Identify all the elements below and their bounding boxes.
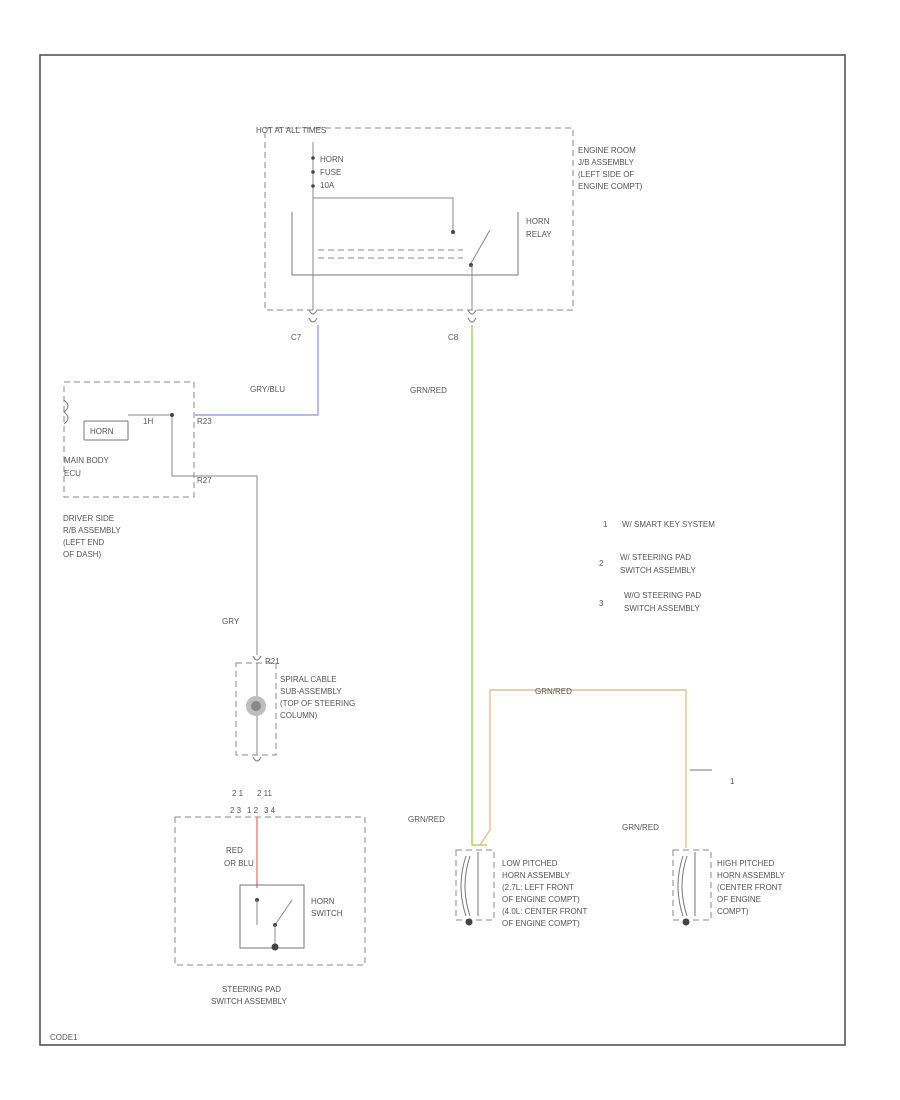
- note-2-number: 2: [599, 559, 604, 568]
- connector-c8-label: C8: [448, 333, 459, 342]
- high-horn-icon: [677, 855, 688, 917]
- note-2-text-1: W/ STEERING PAD: [620, 553, 691, 562]
- main-body-ecu-boundary: [63, 381, 195, 498]
- connector-c8: C8: [448, 309, 477, 342]
- wire-label-grn-red-high-horn: GRN/RED: [622, 823, 659, 832]
- high-horn-line-1: HIGH PITCHED: [717, 859, 775, 868]
- connector-c7: C7: [291, 309, 318, 342]
- low-horn-icon: [460, 855, 471, 917]
- wire-gry-blu: [195, 325, 319, 416]
- spiral-name-line-1: SPIRAL CABLE: [280, 675, 337, 684]
- main-body-ecu: HORN 1H R23 R27 MAIN BODY ECU: [63, 381, 212, 498]
- spiral-pin-r21: R21: [265, 657, 280, 666]
- steering-ground-icon: [271, 943, 279, 951]
- footer-code: CODE1: [50, 1033, 78, 1042]
- relay-label-2: RELAY: [526, 230, 552, 239]
- ecu-pin-r23: R23: [197, 417, 212, 426]
- low-horn-line-4: OF ENGINE COMPT): [502, 895, 580, 904]
- wire-grn-red: [471, 325, 487, 846]
- steering-mid-label-3: 3 4: [264, 806, 276, 815]
- note-3-number: 3: [599, 599, 604, 608]
- low-horn-line-6: OF ENGINE COMPT): [502, 919, 580, 928]
- low-horn-line-1: LOW PITCHED: [502, 859, 558, 868]
- high-horn-line-2: HORN ASSEMBLY: [717, 871, 786, 880]
- horn-switch-label-2: SWITCH: [311, 909, 343, 918]
- low-pitched-horn: LOW PITCHED HORN ASSEMBLY (2.7L: LEFT FR…: [455, 849, 587, 928]
- high-horn-ground-icon: [682, 918, 690, 926]
- ecu-horn-label: HORN: [90, 427, 114, 436]
- wire-label-grn-red-horizontal: GRN/RED: [535, 687, 572, 696]
- high-horn-line-5: COMPT): [717, 907, 749, 916]
- wire-label-grn-red-vertical: GRN/RED: [410, 386, 447, 395]
- horn-switch-label-1: HORN: [311, 897, 335, 906]
- wire-label-gry: GRY: [222, 617, 240, 626]
- ecu-location-line-1: DRIVER SIDE: [63, 514, 114, 523]
- notes-legend: 1 W/ SMART KEY SYSTEM 2 W/ STEERING PAD …: [599, 520, 715, 613]
- ecu-location-line-2: R/B ASSEMBLY: [63, 526, 121, 535]
- ecu-pin-1h: 1H: [143, 417, 153, 426]
- spiral-name-line-2: SUB-ASSEMBLY: [280, 687, 342, 696]
- diagram-frame: [39, 54, 846, 1046]
- ecu-location-line-3: (LEFT END: [63, 538, 104, 547]
- steering-pad-boundary: [174, 816, 366, 966]
- steering-pad-switch: 2 1 2 11 2 3 1 2 3 4 RED OR BLU HORN SWI…: [174, 789, 366, 966]
- engine-room-location-line-3: (LEFT SIDE OF: [578, 170, 634, 179]
- low-horn-ground-icon: [465, 918, 473, 926]
- wire-grn-red-upper: [479, 689, 687, 848]
- note-1-number: 1: [603, 520, 608, 529]
- note-3-text-1: W/O STEERING PAD: [624, 591, 701, 600]
- engine-room-jb-boundary: [264, 127, 574, 311]
- connector-c7-label: C7: [291, 333, 302, 342]
- note-3-text-2: SWITCH ASSEMBLY: [624, 604, 701, 613]
- high-horn-boundary: [672, 849, 712, 921]
- horn-switch-box: [239, 884, 305, 949]
- ecu-location-line-4: OF DASH): [63, 550, 102, 559]
- wire-label-gry-blu: GRY/BLU: [250, 385, 285, 394]
- low-horn-line-5: (4.0L: CENTER FRONT: [502, 907, 587, 916]
- callout-number: 1: [730, 777, 735, 786]
- engine-room-location-line-1: ENGINE ROOM: [578, 146, 636, 155]
- hot-at-all-times-label: HOT AT ALL TIMES: [256, 126, 326, 135]
- high-horn-line-3: (CENTER FRONT: [717, 883, 782, 892]
- ecu-break-symbol: [63, 399, 69, 425]
- horn-relay: HORN RELAY: [291, 197, 552, 310]
- fuse-label-2: FUSE: [320, 168, 341, 177]
- engine-room-location-line-4: ENGINE COMPT): [578, 182, 643, 191]
- horn-fuse: HORN FUSE 10A: [311, 142, 344, 200]
- low-horn-line-3: (2.7L: LEFT FRONT: [502, 883, 574, 892]
- engine-room-location-line-2: J/B ASSEMBLY: [578, 158, 635, 167]
- spiral-cable-boundary: [235, 662, 277, 756]
- note-2-text-2: SWITCH ASSEMBLY: [620, 566, 697, 575]
- horn-switch-contact: [274, 899, 293, 926]
- engine-room-jb: HOT AT ALL TIMES ENGINE ROOM J/B ASSEMBL…: [256, 126, 643, 342]
- wire-gry: [195, 475, 258, 655]
- steering-top-label-2: 2 11: [257, 789, 273, 798]
- high-pitched-horn: HIGH PITCHED HORN ASSEMBLY (CENTER FRONT…: [672, 849, 786, 926]
- relay-label-1: HORN: [526, 217, 550, 226]
- fuse-label-1: HORN: [320, 155, 344, 164]
- spiral-name-line-3: (TOP OF STEERING: [280, 699, 355, 708]
- ecu-name-line-1: MAIN BODY: [64, 456, 110, 465]
- ecu-pin-r27: R27: [197, 476, 212, 485]
- wire-label-red: RED: [226, 846, 243, 855]
- steering-mid-label-1: 2 3: [230, 806, 242, 815]
- steering-top-label-1: 2 1: [232, 789, 244, 798]
- steering-name-line-2: SWITCH ASSEMBLY: [211, 997, 288, 1006]
- wire-label-or-blu: OR BLU: [224, 859, 254, 868]
- high-horn-line-4: OF ENGINE: [717, 895, 761, 904]
- note-1-text: W/ SMART KEY SYSTEM: [622, 520, 715, 529]
- steering-mid-label-2: 1 2: [247, 806, 259, 815]
- wire-label-grn-red-low-horn: GRN/RED: [408, 815, 445, 824]
- fuse-label-3: 10A: [320, 181, 335, 190]
- steering-name-line-1: STEERING PAD: [222, 985, 281, 994]
- ecu-name-line-2: ECU: [64, 469, 81, 478]
- spiral-cable: R21 SPIRAL CABLE SUB-ASSEMBLY (TOP OF ST…: [235, 655, 355, 762]
- low-horn-boundary: [455, 849, 495, 921]
- spiral-name-line-4: COLUMN): [280, 711, 318, 720]
- low-horn-line-2: HORN ASSEMBLY: [502, 871, 571, 880]
